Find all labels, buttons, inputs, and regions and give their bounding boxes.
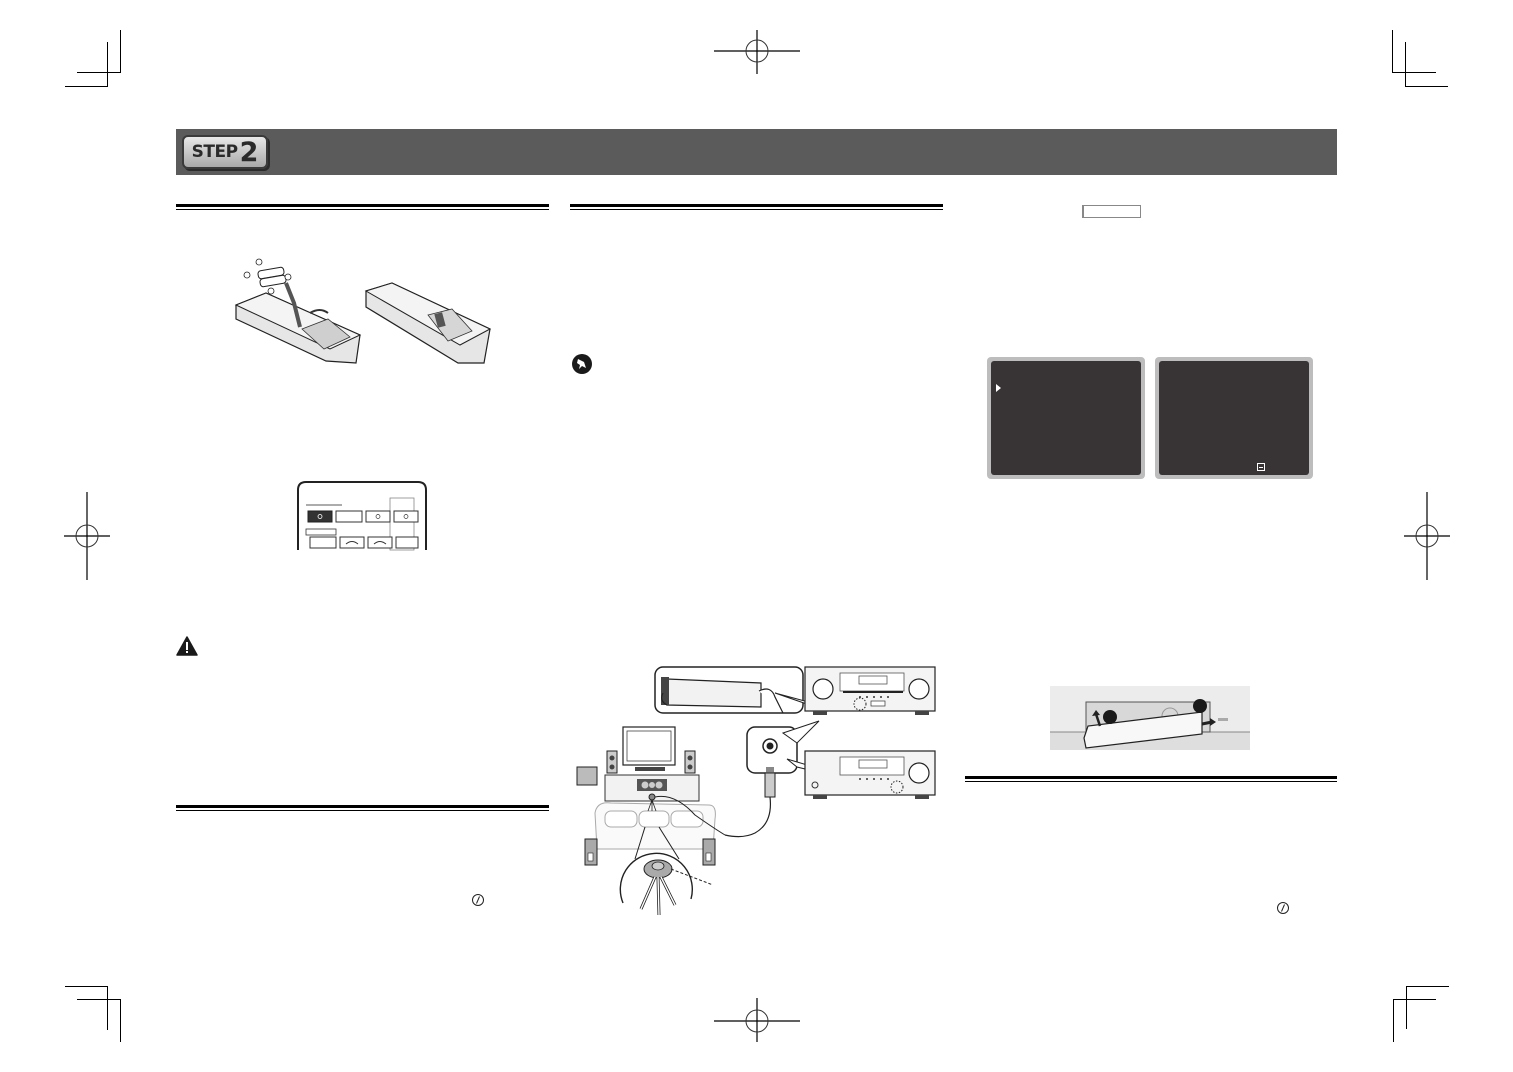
- crop-mark: [1393, 999, 1394, 1042]
- crop-mark: [1392, 30, 1393, 73]
- important-pin-icon: [572, 354, 592, 374]
- section-rule-middle-top: [570, 204, 943, 210]
- remote-top-detail-figure: [297, 481, 427, 551]
- mic-setup-figure: [576, 666, 936, 916]
- osd-screen-display: [1159, 361, 1309, 475]
- return-icon: [1257, 463, 1265, 471]
- section-rule-right-bottom: [965, 776, 1337, 782]
- page-reference-icon: [472, 894, 484, 906]
- crop-mark: [107, 42, 108, 86]
- crop-mark: [1406, 986, 1407, 1029]
- cursor-arrow-icon: [996, 384, 1001, 392]
- crop-mark: [1405, 86, 1448, 87]
- registration-mark-right: [1404, 492, 1450, 580]
- label-box: [1082, 205, 1141, 218]
- crop-mark: [77, 999, 121, 1000]
- osd-screen-display: [991, 361, 1141, 475]
- crop-mark: [1405, 42, 1406, 86]
- section-rule-left-bottom: [176, 805, 549, 811]
- step-number: 2: [239, 136, 259, 168]
- crop-mark: [120, 999, 121, 1042]
- crop-mark: [65, 86, 108, 87]
- crop-mark: [107, 986, 108, 1030]
- battery-insertion-figure: [234, 258, 492, 364]
- step-header-band: STEP 2: [176, 129, 1337, 175]
- registration-mark-left: [64, 492, 110, 580]
- step-badge: STEP 2: [182, 135, 268, 169]
- osd-screen-1: [987, 357, 1145, 479]
- crop-mark: [77, 72, 121, 73]
- section-rule-left-top: [176, 204, 549, 210]
- crop-mark: [65, 986, 108, 987]
- crop-mark: [1406, 986, 1449, 987]
- osd-screen-2: [1155, 357, 1313, 479]
- step-word: STEP: [191, 142, 238, 162]
- crop-mark: [1393, 999, 1436, 1000]
- page-reference-icon: [1277, 902, 1289, 914]
- front-panel-door-figure: [1050, 686, 1250, 750]
- registration-mark-top: [714, 30, 800, 74]
- crop-mark: [120, 30, 121, 73]
- registration-mark-bottom: [714, 998, 800, 1042]
- crop-mark: [1392, 72, 1436, 73]
- caution-triangle-icon: [176, 636, 198, 656]
